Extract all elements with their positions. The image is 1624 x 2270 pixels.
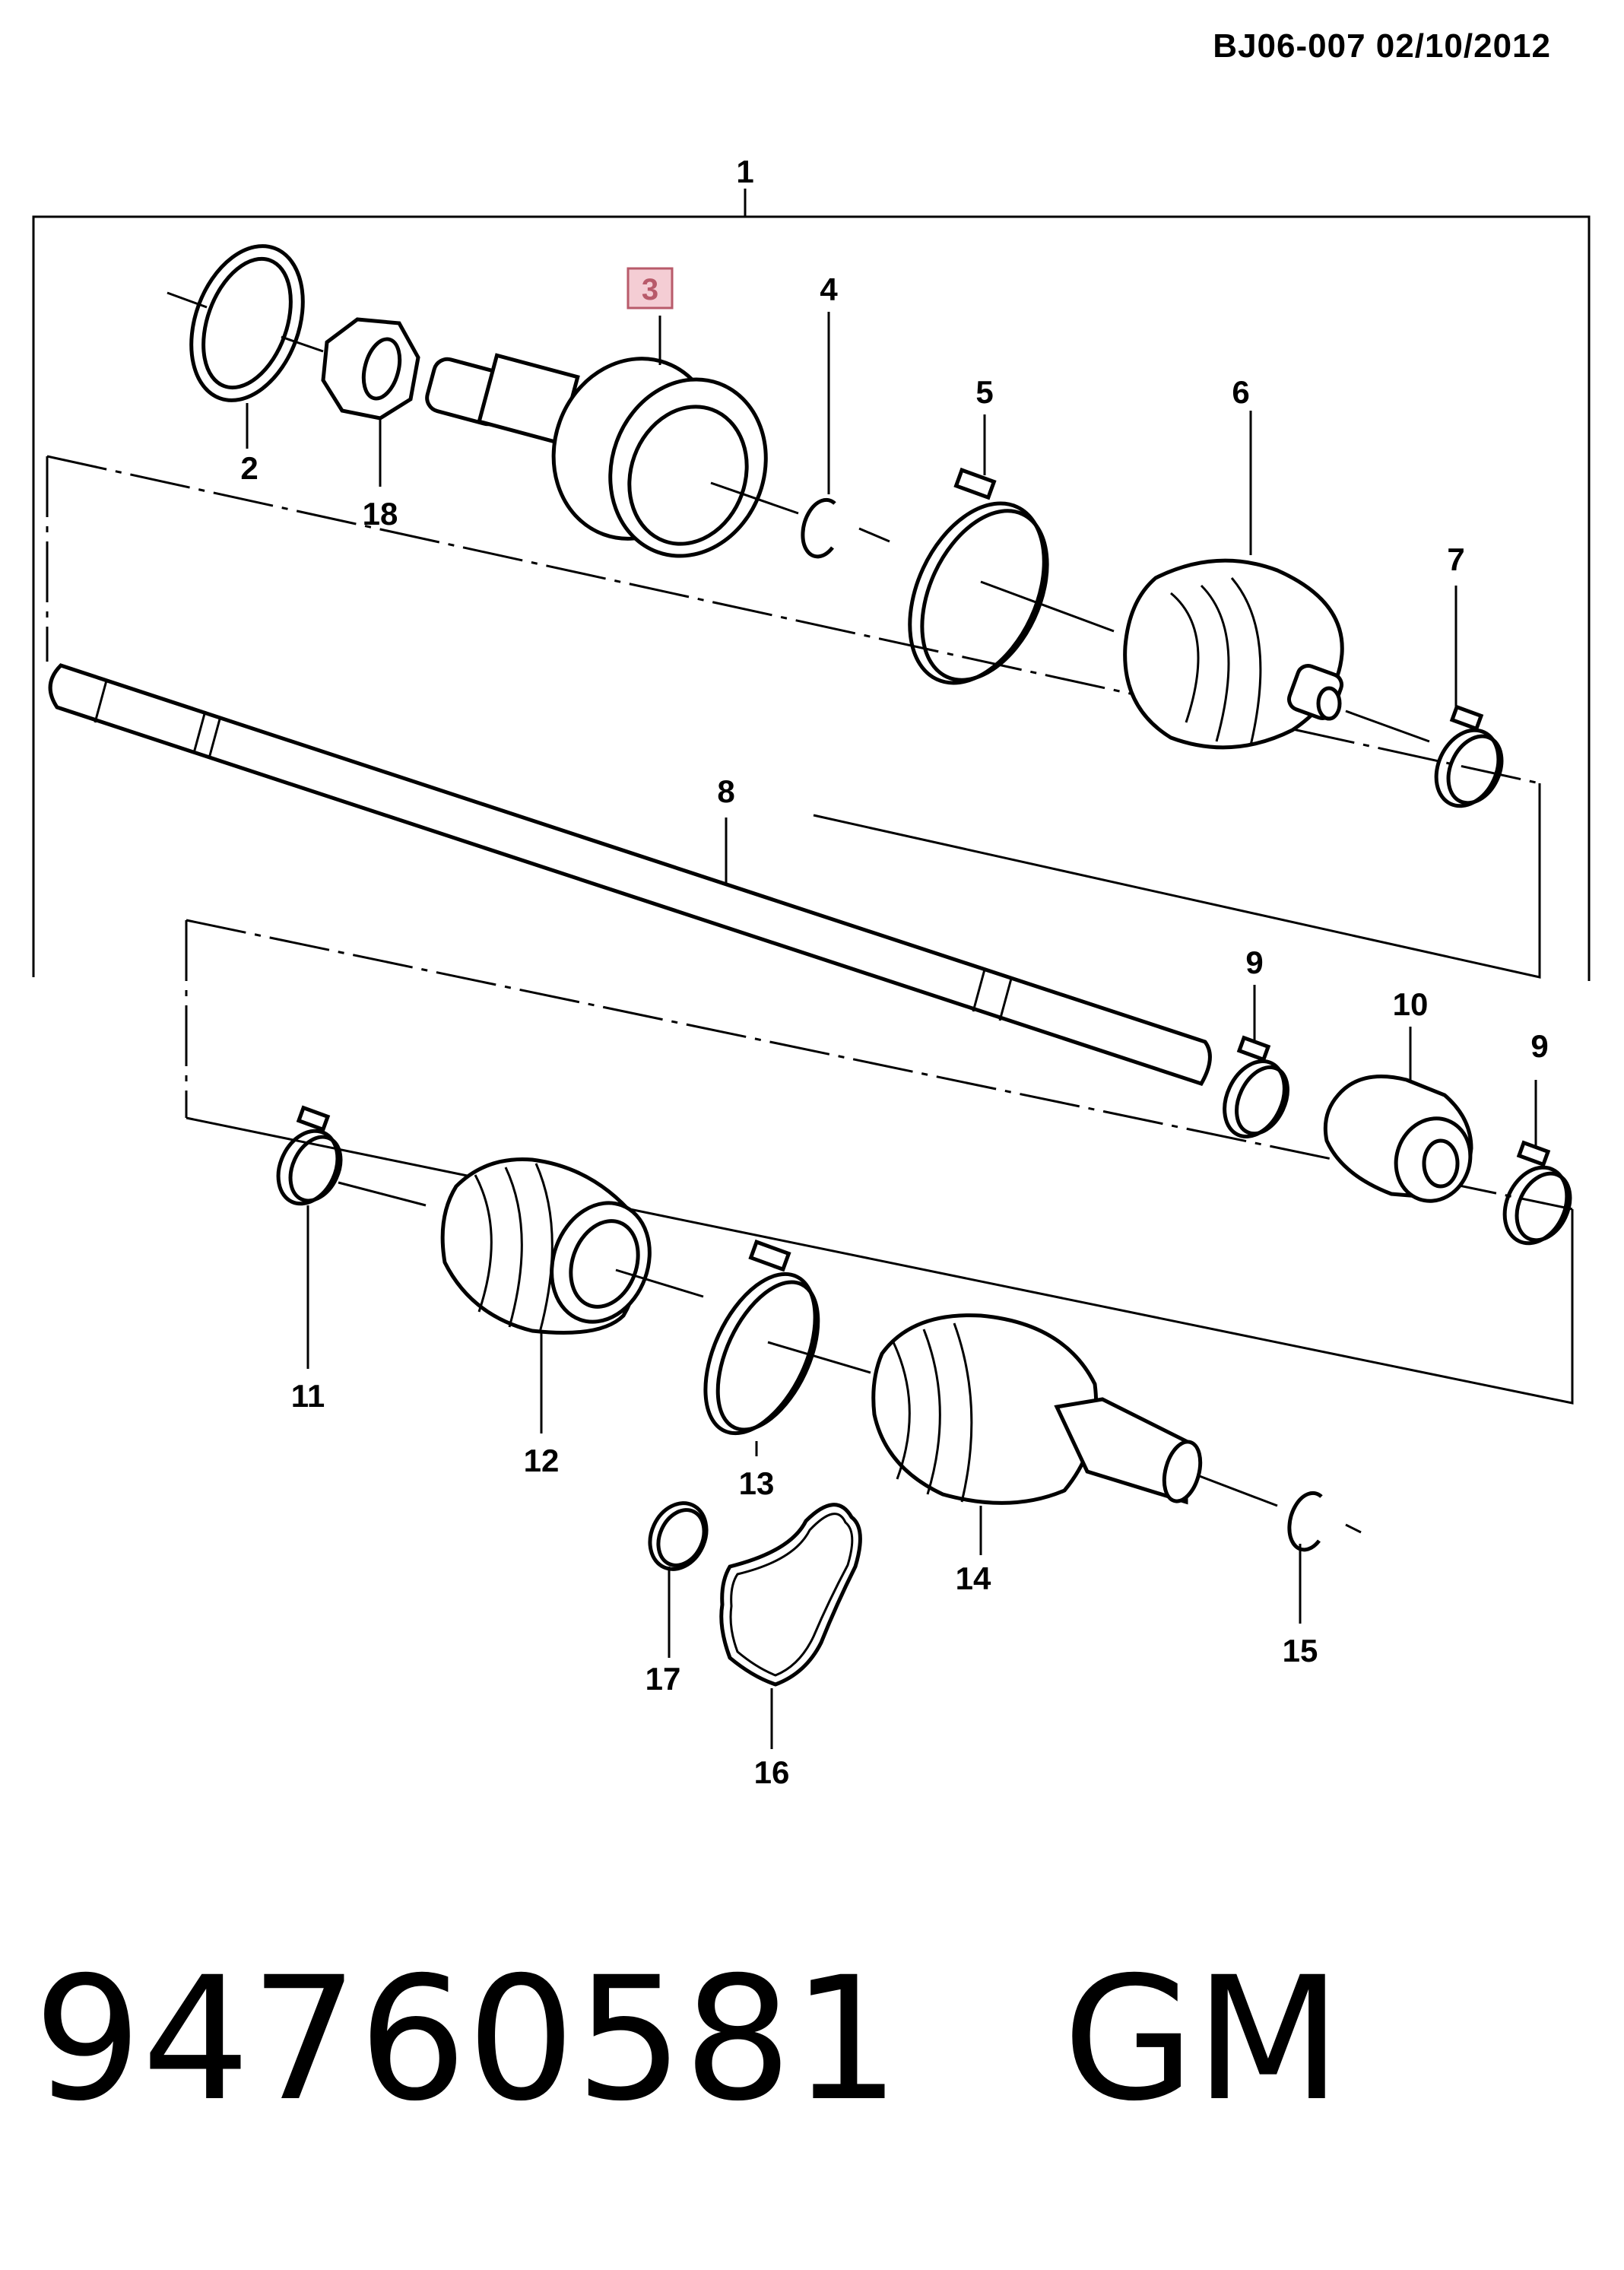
upper-subframe (46, 455, 1541, 979)
callout-1: 1 (736, 154, 753, 189)
callout-9a: 9 (1245, 945, 1263, 980)
seal-ring-part (167, 244, 324, 449)
callout-4: 4 (820, 271, 838, 307)
callout-14: 14 (956, 1560, 991, 1596)
callout-8: 8 (717, 773, 734, 809)
callout-3: 3 (642, 273, 658, 306)
callout-7: 7 (1447, 541, 1464, 577)
part-number: 94760581 GM (33, 1940, 1342, 2138)
clamp-part-9b (1502, 1080, 1572, 1246)
callout-5: 5 (975, 374, 993, 410)
callout-10: 10 (1393, 986, 1429, 1022)
callout-18: 18 (363, 496, 398, 532)
callout-6: 6 (1232, 374, 1249, 410)
callout-9b: 9 (1530, 1028, 1548, 1064)
snap-ring-part (801, 312, 890, 559)
callout-13: 13 (739, 1465, 775, 1501)
inner-boot-part (440, 1157, 704, 1433)
callout-12: 12 (524, 1443, 560, 1478)
inner-cv-joint-part (871, 1313, 1278, 1555)
gasket-part (719, 1503, 862, 1749)
clamp-part-13 (703, 1239, 871, 1456)
assembly-bracket (32, 189, 1591, 981)
damper-part (1323, 1027, 1473, 1203)
outer-cv-joint-part (425, 267, 799, 558)
callout-11: 11 (291, 1378, 325, 1414)
circlip-part (648, 1501, 709, 1658)
shaft-part (48, 663, 1212, 1087)
large-clamp-part (908, 414, 1115, 685)
callout-15: 15 (1283, 1633, 1318, 1668)
clamp-part-11 (276, 1105, 427, 1369)
nut-part (321, 317, 420, 487)
small-clamp-part (1434, 586, 1504, 808)
callout-2: 2 (240, 450, 258, 486)
clamp-part-9a (1223, 985, 1289, 1139)
callout-17: 17 (645, 1661, 681, 1697)
outer-boot-part (1123, 411, 1430, 750)
snap-ring-part-15 (1287, 1491, 1362, 1624)
doc-ref: BJ06-007 02/10/2012 (1213, 27, 1551, 65)
callout-16: 16 (754, 1754, 790, 1790)
